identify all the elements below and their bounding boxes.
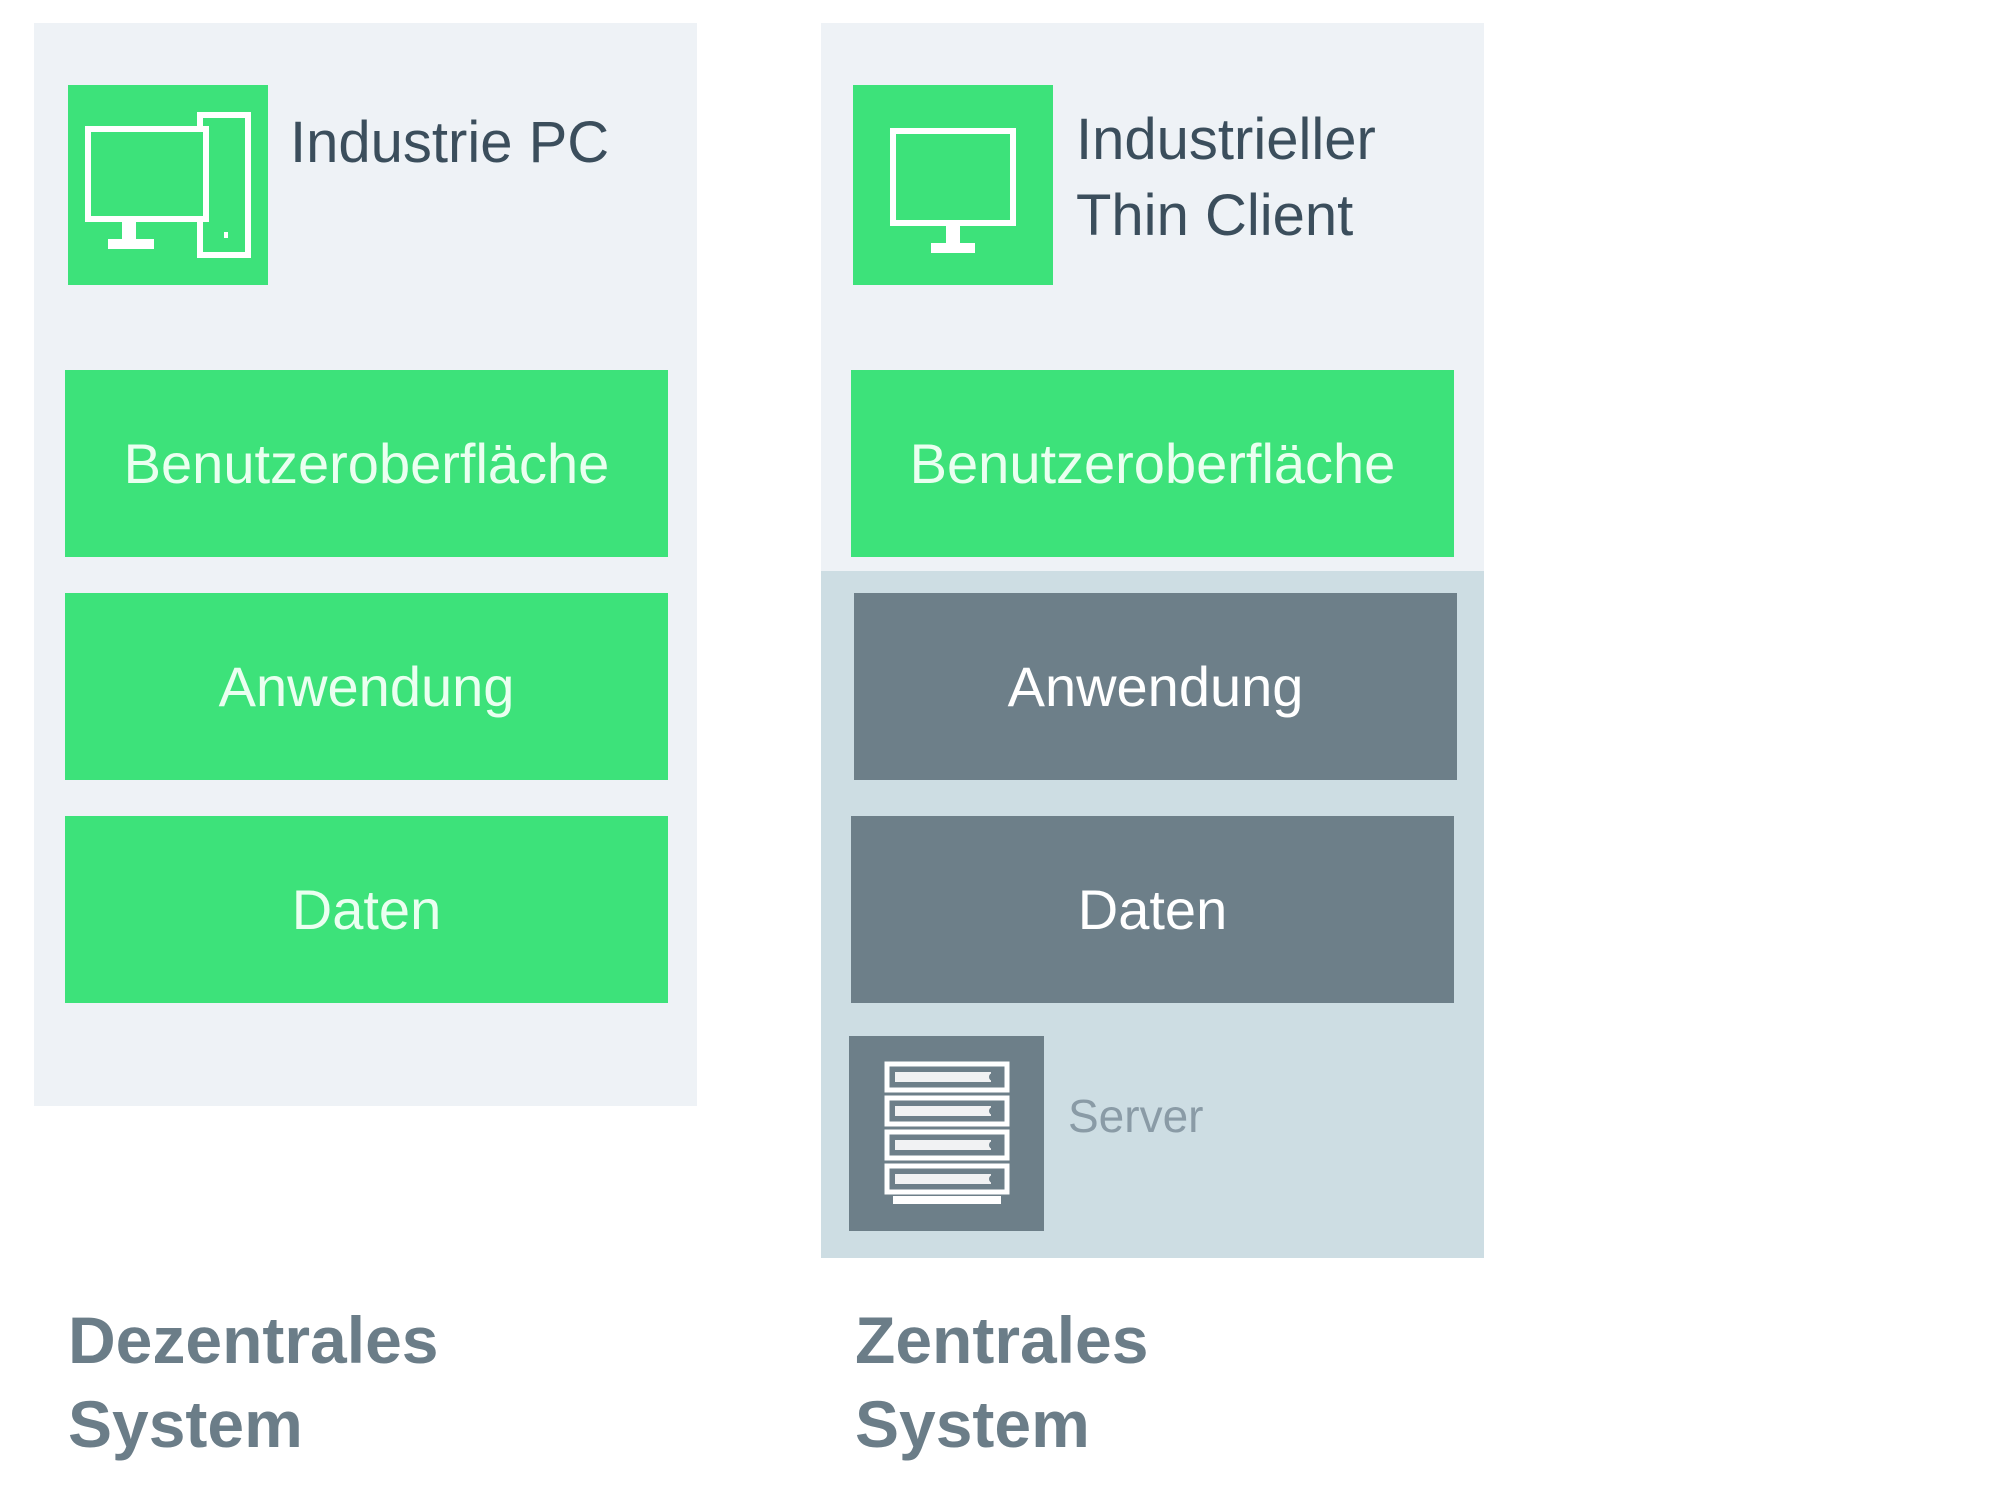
layer-data: Daten — [65, 816, 668, 1003]
layer-application: Anwendung — [854, 593, 1457, 780]
layer-user-interface: Benutzeroberfläche — [851, 370, 1454, 557]
system-caption-line1: Zentrales — [855, 1303, 1149, 1377]
desktop-pc-icon — [68, 85, 268, 285]
device-title-line1: Industrieller — [1076, 107, 1376, 172]
server-label: Server — [1068, 1090, 1204, 1142]
system-caption-line2: System — [855, 1387, 1090, 1461]
layer-user-interface: Benutzeroberfläche — [65, 370, 668, 557]
layer-application: Anwendung — [65, 593, 668, 780]
server-rack-icon — [849, 1036, 1044, 1231]
device-title-line2: Thin Client — [1076, 183, 1354, 248]
system-caption-line2: System — [68, 1387, 303, 1461]
device-title: Industrie PC — [290, 110, 610, 175]
layer-data: Daten — [851, 816, 1454, 1003]
system-caption-line1: Dezentrales — [68, 1303, 439, 1377]
monitor-icon — [853, 85, 1053, 285]
